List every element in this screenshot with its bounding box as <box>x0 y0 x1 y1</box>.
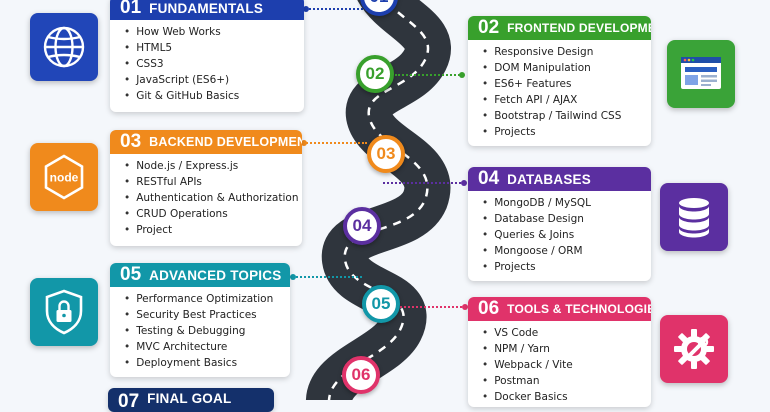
section-card-tools-technologies: 06 TOOLS & TECHNOLOGIES VS Code NPM / Ya… <box>468 297 651 407</box>
section-number: 05 <box>120 264 142 285</box>
topic-item: Responsive Design <box>482 44 651 60</box>
section-header: 03 BACKEND DEVELOPMENT <box>110 130 302 154</box>
section-title: FUNDAMENTALS <box>149 0 264 16</box>
section-header: 01 FUNDAMENTALS <box>110 0 304 20</box>
topic-item: VS Code <box>482 325 651 341</box>
node-logo-icon: node <box>30 143 98 211</box>
section-title: BACKEND DEVELOPMENT <box>149 135 302 149</box>
database-icon <box>660 183 728 251</box>
milestone-marker-04: 04 <box>343 207 381 245</box>
section-number: 04 <box>478 168 500 189</box>
browser-window-icon <box>667 40 735 108</box>
milestone-marker-05: 05 <box>362 285 400 323</box>
section-header: 06 TOOLS & TECHNOLOGIES <box>468 297 651 321</box>
section-header: 04 DATABASES <box>468 167 651 191</box>
section-card-frontend: 02 FRONTEND DEVELOPMENT Responsive Desig… <box>468 16 651 146</box>
connector-02 <box>395 74 463 76</box>
connector-dot-04 <box>461 180 467 186</box>
connector-dot-03 <box>301 140 307 146</box>
topic-item: MongoDB / MySQL <box>482 195 651 211</box>
section-card-final-goal: 07 FINAL GOAL <box>108 388 274 412</box>
connector-01 <box>305 8 367 10</box>
topic-item: Database Design <box>482 211 651 227</box>
section-header: 07 FINAL GOAL <box>108 388 274 412</box>
section-title: FINAL GOAL <box>147 391 232 406</box>
connector-dot-06 <box>462 304 468 310</box>
section-title: ADVANCED TOPICS <box>149 267 282 283</box>
section-card-backend: 03 BACKEND DEVELOPMENT Node.js / Express… <box>110 130 302 246</box>
section-number: 01 <box>120 0 142 18</box>
section-card-advanced-topics: 05 ADVANCED TOPICS Performance Optimizat… <box>110 263 290 377</box>
connector-dot-01 <box>303 6 309 12</box>
topic-item: Docker Basics <box>482 389 651 405</box>
milestone-marker-06: 06 <box>342 356 380 394</box>
connector-05 <box>292 276 362 278</box>
milestone-marker-03: 03 <box>367 135 405 173</box>
topic-item: Deployment Basics <box>124 355 290 371</box>
section-number: 06 <box>478 298 500 319</box>
section-title: DATABASES <box>507 171 591 187</box>
topic-list: Node.js / Express.js RESTful APIs Authen… <box>110 154 302 238</box>
section-header: 05 ADVANCED TOPICS <box>110 263 290 287</box>
connector-dot-02 <box>459 72 465 78</box>
topic-item: Postman <box>482 373 651 389</box>
topic-item: How Web Works <box>124 24 304 40</box>
globe-icon <box>30 13 98 81</box>
topic-item: JavaScript (ES6+) <box>124 72 304 88</box>
connector-04 <box>383 182 465 184</box>
topic-list: VS Code NPM / Yarn Webpack / Vite Postma… <box>468 321 651 405</box>
topic-item: Security Best Practices <box>124 307 290 323</box>
topic-item: Bootstrap / Tailwind CSS <box>482 108 651 124</box>
topic-item: Performance Optimization <box>124 291 290 307</box>
section-number: 02 <box>478 17 500 38</box>
section-card-databases: 04 DATABASES MongoDB / MySQL Database De… <box>468 167 651 281</box>
topic-item: Authentication & Authorization <box>124 190 302 206</box>
gear-wrench-icon <box>660 315 728 383</box>
section-title: FRONTEND DEVELOPMENT <box>507 21 651 35</box>
connector-03 <box>303 142 367 144</box>
topic-item: Testing & Debugging <box>124 323 290 339</box>
connector-06 <box>400 306 466 308</box>
section-number: 07 <box>118 391 140 412</box>
shield-lock-icon <box>30 278 98 346</box>
section-title: TOOLS & TECHNOLOGIES <box>507 302 651 316</box>
topic-item: Fetch API / AJAX <box>482 92 651 108</box>
topic-item: NPM / Yarn <box>482 341 651 357</box>
topic-item: MVC Architecture <box>124 339 290 355</box>
topic-item: DOM Manipulation <box>482 60 651 76</box>
topic-item: Node.js / Express.js <box>124 158 302 174</box>
topic-item: RESTful APIs <box>124 174 302 190</box>
topic-item: Mongoose / ORM <box>482 243 651 259</box>
topic-item: HTML5 <box>124 40 304 56</box>
topic-item: Projects <box>482 124 651 140</box>
topic-item: Project <box>124 222 302 238</box>
winding-road <box>306 0 451 400</box>
topic-item: ES6+ Features <box>482 76 651 92</box>
topic-item: CRUD Operations <box>124 206 302 222</box>
topic-list: MongoDB / MySQL Database Design Queries … <box>468 191 651 275</box>
topic-item: Queries & Joins <box>482 227 651 243</box>
node-logo-text: node <box>50 171 79 185</box>
milestone-marker-02: 02 <box>356 55 394 93</box>
topic-list: How Web Works HTML5 CSS3 JavaScript (ES6… <box>110 20 304 104</box>
topic-item: Git & GitHub Basics <box>124 88 304 104</box>
topic-item: CSS3 <box>124 56 304 72</box>
section-card-fundamentals: 01 FUNDAMENTALS How Web Works HTML5 CSS3… <box>110 0 304 112</box>
topic-item: Projects <box>482 259 651 275</box>
connector-dot-05 <box>290 274 296 280</box>
section-header: 02 FRONTEND DEVELOPMENT <box>468 16 651 40</box>
topic-list: Responsive Design DOM Manipulation ES6+ … <box>468 40 651 140</box>
topic-item: Webpack / Vite <box>482 357 651 373</box>
section-number: 03 <box>120 131 142 152</box>
topic-list: Performance Optimization Security Best P… <box>110 287 290 371</box>
